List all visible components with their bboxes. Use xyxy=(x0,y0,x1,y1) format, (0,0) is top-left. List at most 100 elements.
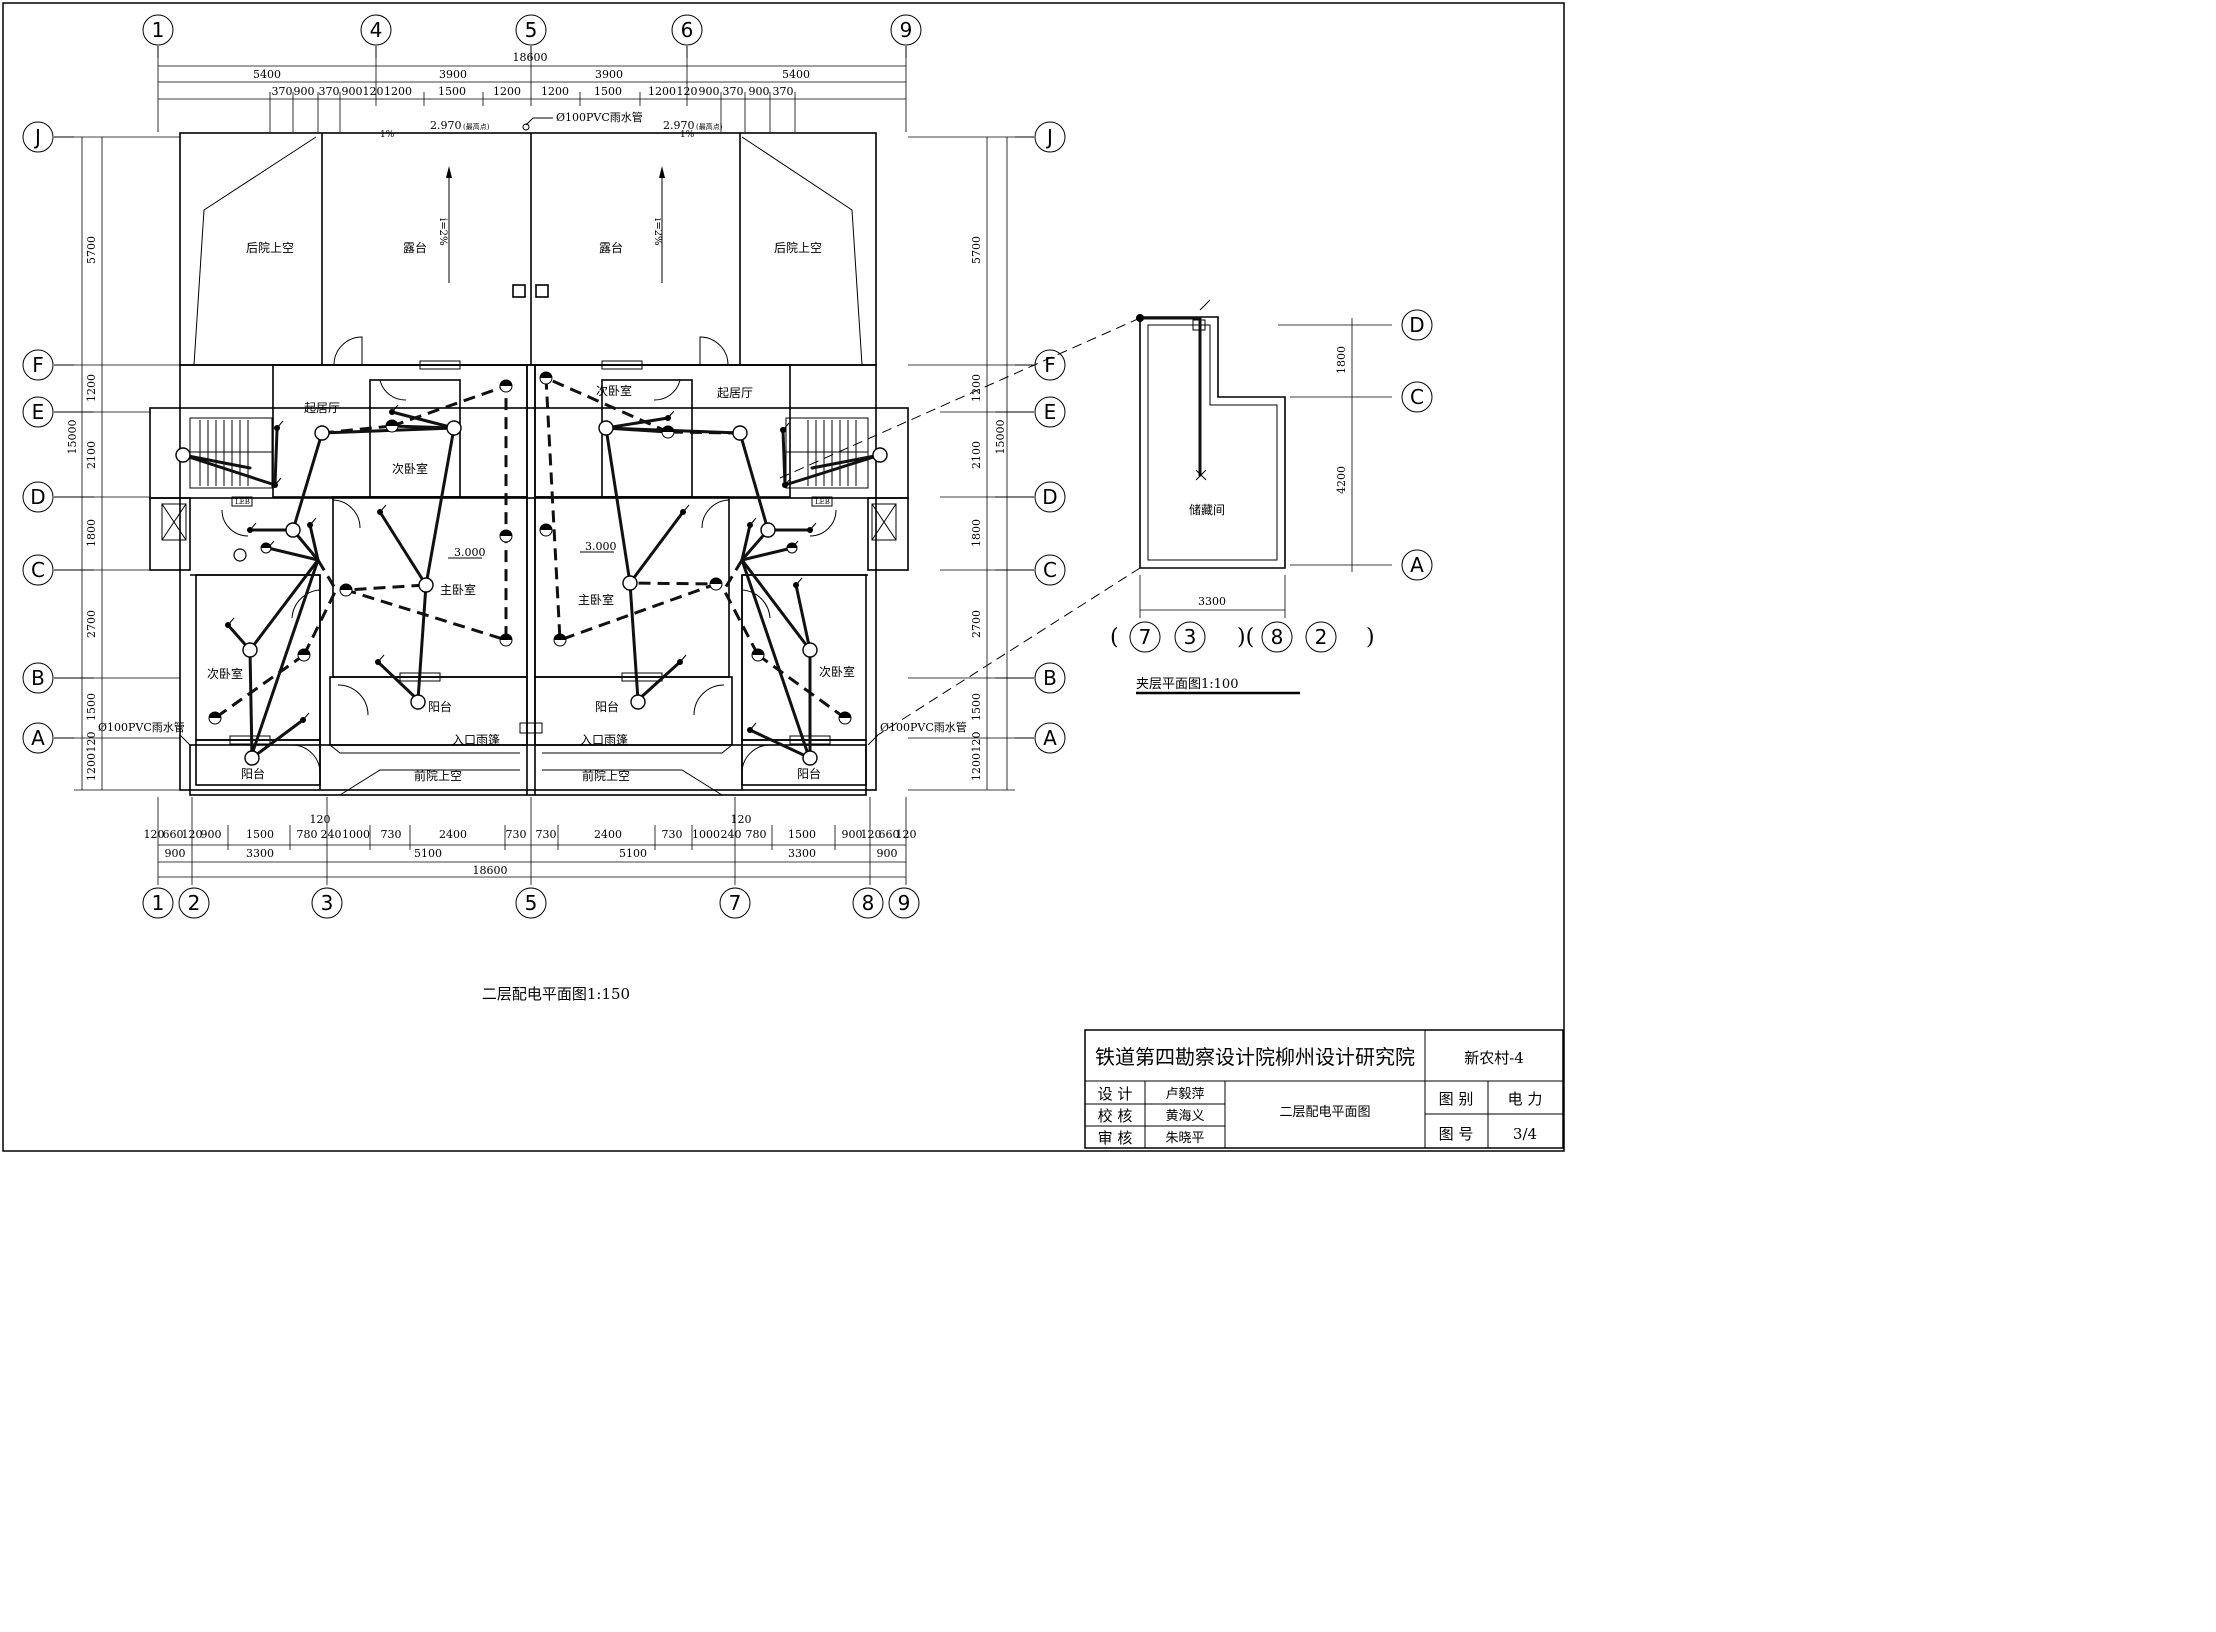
svg-text:1200: 1200 xyxy=(541,85,569,98)
axis-bubbles-rows: J F E D C B A J F E D C B xyxy=(22,121,1066,754)
svg-text:730: 730 xyxy=(506,828,527,841)
room-terrace-right: 露台 xyxy=(599,240,623,255)
axis-bubbles-top: 1 4 5 6 9 xyxy=(142,14,922,58)
socket-icon xyxy=(786,542,798,554)
switch-icon xyxy=(272,477,282,488)
svg-text:校 核: 校 核 xyxy=(1098,1107,1133,1125)
rain-pipe-top: Ø100PVC雨水管 xyxy=(556,110,643,124)
room-living-right: 起居厅 xyxy=(717,386,753,400)
svg-text:E: E xyxy=(1044,400,1057,424)
room-2nd-bed-right-top: 次卧室 xyxy=(596,383,632,398)
svg-text:370: 370 xyxy=(272,85,293,98)
ceiling-light-icon xyxy=(598,420,614,436)
socket-icon xyxy=(499,379,513,393)
room-balcony-left: 阳台 xyxy=(428,699,452,714)
axis-bubble xyxy=(719,887,751,919)
svg-text:1000: 1000 xyxy=(692,828,720,841)
switch-icon xyxy=(375,654,385,665)
svg-text:5: 5 xyxy=(525,18,538,42)
axis-bubble xyxy=(311,887,343,919)
svg-text:D: D xyxy=(30,485,45,509)
level-top-left: 2.970 xyxy=(430,119,462,132)
svg-text:780: 780 xyxy=(746,828,767,841)
socket-icon xyxy=(751,648,765,662)
svg-text:9: 9 xyxy=(900,18,913,42)
svg-text:3: 3 xyxy=(1184,625,1197,649)
svg-text:1200: 1200 xyxy=(85,753,98,781)
socket-icon xyxy=(297,648,311,662)
svg-text:120: 120 xyxy=(85,732,98,753)
axis-bubble xyxy=(22,121,54,153)
rain-pipe-left: Ø100PVC雨水管 xyxy=(98,720,185,734)
dim-bottom-total: 18600 xyxy=(473,864,508,877)
svg-text:D: D xyxy=(1042,485,1057,509)
socket-icon xyxy=(208,711,222,725)
ceiling-light-icon xyxy=(175,447,191,463)
axis-bubble xyxy=(22,481,54,513)
ceiling-light-icon xyxy=(410,694,426,710)
switch-icon xyxy=(747,517,757,528)
svg-text:D: D xyxy=(1409,313,1424,337)
svg-text:120: 120 xyxy=(731,813,752,826)
dim-top-4: 5400 xyxy=(782,68,810,81)
svg-text:5700: 5700 xyxy=(970,236,983,264)
switch-icon xyxy=(807,522,817,533)
socket-icon xyxy=(260,542,272,554)
drawing-name: 二层配电平面图 xyxy=(1279,1105,1370,1120)
switch-icon xyxy=(389,404,399,415)
svg-text:C: C xyxy=(1043,558,1057,582)
entrance-canopy-left: 入口雨篷 xyxy=(452,732,500,747)
drawing-sheet: 18600 5400 3900 3900 5400 370 900 370 90… xyxy=(2,2,1565,1152)
svg-text:3300: 3300 xyxy=(246,847,274,860)
svg-text:5: 5 xyxy=(525,891,538,915)
svg-text:(: ( xyxy=(1110,625,1119,650)
switch-icon xyxy=(677,654,687,665)
room-2nd-bed-left-top: 次卧室 xyxy=(392,461,428,476)
svg-text:6: 6 xyxy=(681,18,694,42)
svg-text:1000: 1000 xyxy=(342,828,370,841)
svg-text:1500: 1500 xyxy=(246,828,274,841)
switch-icon xyxy=(377,504,387,515)
svg-text:780: 780 xyxy=(297,828,318,841)
svg-text:3300: 3300 xyxy=(788,847,816,860)
svg-text:8: 8 xyxy=(1271,625,1284,649)
switch-icon xyxy=(665,410,675,421)
room-2nd-bed-right-bottom: 次卧室 xyxy=(819,664,855,679)
svg-text:120: 120 xyxy=(677,85,698,98)
room-master-left: 主卧室 xyxy=(440,582,476,597)
svg-text:B: B xyxy=(31,666,45,690)
axis-bubble xyxy=(1305,621,1337,653)
room-2nd-bed-left-bottom: 次卧室 xyxy=(207,666,243,681)
svg-text:2400: 2400 xyxy=(594,828,622,841)
svg-text:C: C xyxy=(31,558,45,582)
svg-text:2700: 2700 xyxy=(85,610,98,638)
svg-text:730: 730 xyxy=(662,828,683,841)
svg-text:1%: 1% xyxy=(680,130,695,140)
axis-bubble xyxy=(142,14,174,46)
axis-bubble xyxy=(1174,621,1206,653)
svg-text:900: 900 xyxy=(201,828,222,841)
svg-text:120: 120 xyxy=(970,732,983,753)
bottom-dimensions: 120 660 120 900 1500 780 240 1000 730 24… xyxy=(144,797,917,885)
svg-text:900: 900 xyxy=(342,85,363,98)
floor-level-right: 3.000 xyxy=(585,540,617,553)
svg-text:15000: 15000 xyxy=(994,420,1007,455)
svg-text:240: 240 xyxy=(721,828,742,841)
axis-bubble xyxy=(1261,621,1293,653)
ceiling-light-icon xyxy=(446,420,462,436)
svg-text:1500: 1500 xyxy=(438,85,466,98)
mezzanine-caption: 夹层平面图1:100 xyxy=(1136,677,1238,692)
axis-bubble xyxy=(360,14,392,46)
svg-text:900: 900 xyxy=(165,847,186,860)
axis-bubble xyxy=(22,662,54,694)
switch-icon xyxy=(307,517,317,528)
svg-text:(最高点): (最高点) xyxy=(696,122,723,131)
room-balcony-right: 阳台 xyxy=(595,699,619,714)
main-plan-caption: 二层配电平面图1:150 xyxy=(482,985,630,1003)
svg-text:A: A xyxy=(1410,553,1424,577)
svg-text:1500: 1500 xyxy=(788,828,816,841)
switch-icon xyxy=(274,420,284,431)
ceiling-light-icon xyxy=(802,642,818,658)
ceiling-light-icon xyxy=(244,750,260,766)
room-living-left: 起居厅 xyxy=(304,401,340,415)
